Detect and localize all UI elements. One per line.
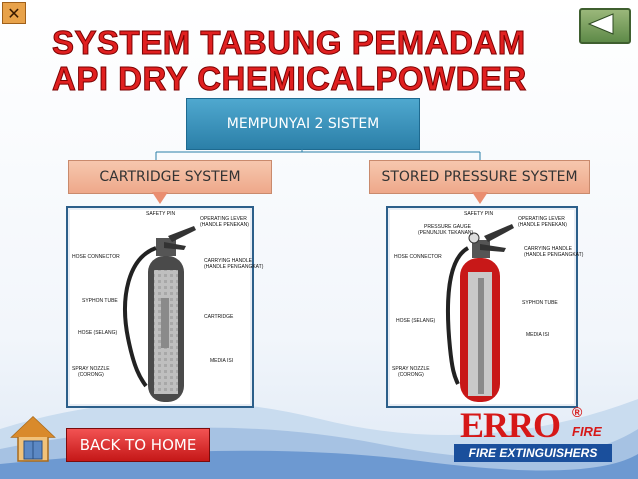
label-spray-nozzle: SPRAY NOZZLE [72,366,110,372]
page-title-line-1: SYSTEM TABUNG PEMADAM [52,24,526,62]
label-syphon-tube: SYPHON TUBE [522,300,558,306]
down-arrow-icon [152,192,168,204]
label-cartridge: CARTRIDGE [204,314,234,320]
brand-tagline: FIRE EXTINGUISHERS [454,444,612,462]
label-hose-connector: HOSE CONNECTOR [72,254,120,260]
down-arrow-icon [472,192,488,204]
arrow-left-icon [587,13,614,35]
stored-pressure-diagram-panel: SAFETY PIN PRESSURE GAUGE (PENUNJUK TEKA… [386,206,583,408]
label-spray-nozzle: SPRAY NOZZLE [392,366,430,372]
label-carrying-handle: CARRYING HANDLE [204,258,252,264]
connector-lines [155,146,481,160]
label-media: MEDIA ISI [526,332,550,338]
label-operating-lever-sub: (HANDLE PENEKAN) [518,222,567,228]
label-pressure-gauge: PRESSURE GAUGE [424,224,471,230]
label-carrying-handle: CARRYING HANDLE [524,246,572,252]
home-icon [10,415,56,462]
back-to-home-button[interactable]: BACK TO HOME [66,428,210,462]
label-operating-lever: OPERATING LEVER [200,216,247,222]
label-carrying-handle-sub: (HANDLE PENGANGKAT) [204,264,264,270]
label-pressure-gauge-sub: (PENUNJUK TEKANAN) [418,230,474,236]
label-media: MEDIA ISI [210,358,234,364]
label-syphon-tube: SYPHON TUBE [82,298,118,304]
cartridge-system-box: CARTRIDGE SYSTEM [68,160,272,194]
label-hose: HOSE (SELANG) [396,318,436,324]
stored-pressure-system-box: STORED PRESSURE SYSTEM [369,160,590,194]
brand-registered: ® [572,404,583,420]
brand-fire: FIRE [572,424,602,439]
label-safety-pin: SAFETY PIN [464,211,494,217]
cartridge-extinguisher-illustration [123,226,196,402]
page-title-line-2: API DRY CHEMICALPOWDER [52,60,527,98]
erro-brand-logo: ERRO ® FIRE FIRE EXTINGUISHERS [454,404,614,464]
cartridge-diagram-panel: SAFETY PIN OPERATING LEVER (HANDLE PENEK… [66,206,263,408]
label-operating-lever-sub: (HANDLE PENEKAN) [200,222,249,228]
label-hose: HOSE (SELANG) [78,330,118,336]
main-system-box: MEMPUNYAI 2 SISTEM [186,98,420,150]
close-button[interactable]: ✕ [2,2,26,24]
stored-pressure-extinguisher-illustration [445,224,514,402]
home-button[interactable] [10,415,56,465]
label-safety-pin: SAFETY PIN [146,211,176,217]
back-arrow-button[interactable] [579,8,631,44]
label-hose-connector: HOSE CONNECTOR [394,254,442,260]
label-spray-nozzle-sub: (CORONG) [78,372,104,378]
label-carrying-handle-sub: (HANDLE PENGANGKAT) [524,252,584,258]
label-operating-lever: OPERATING LEVER [518,216,565,222]
label-spray-nozzle-sub: (CORONG) [398,372,424,378]
brand-name: ERRO [460,405,561,445]
